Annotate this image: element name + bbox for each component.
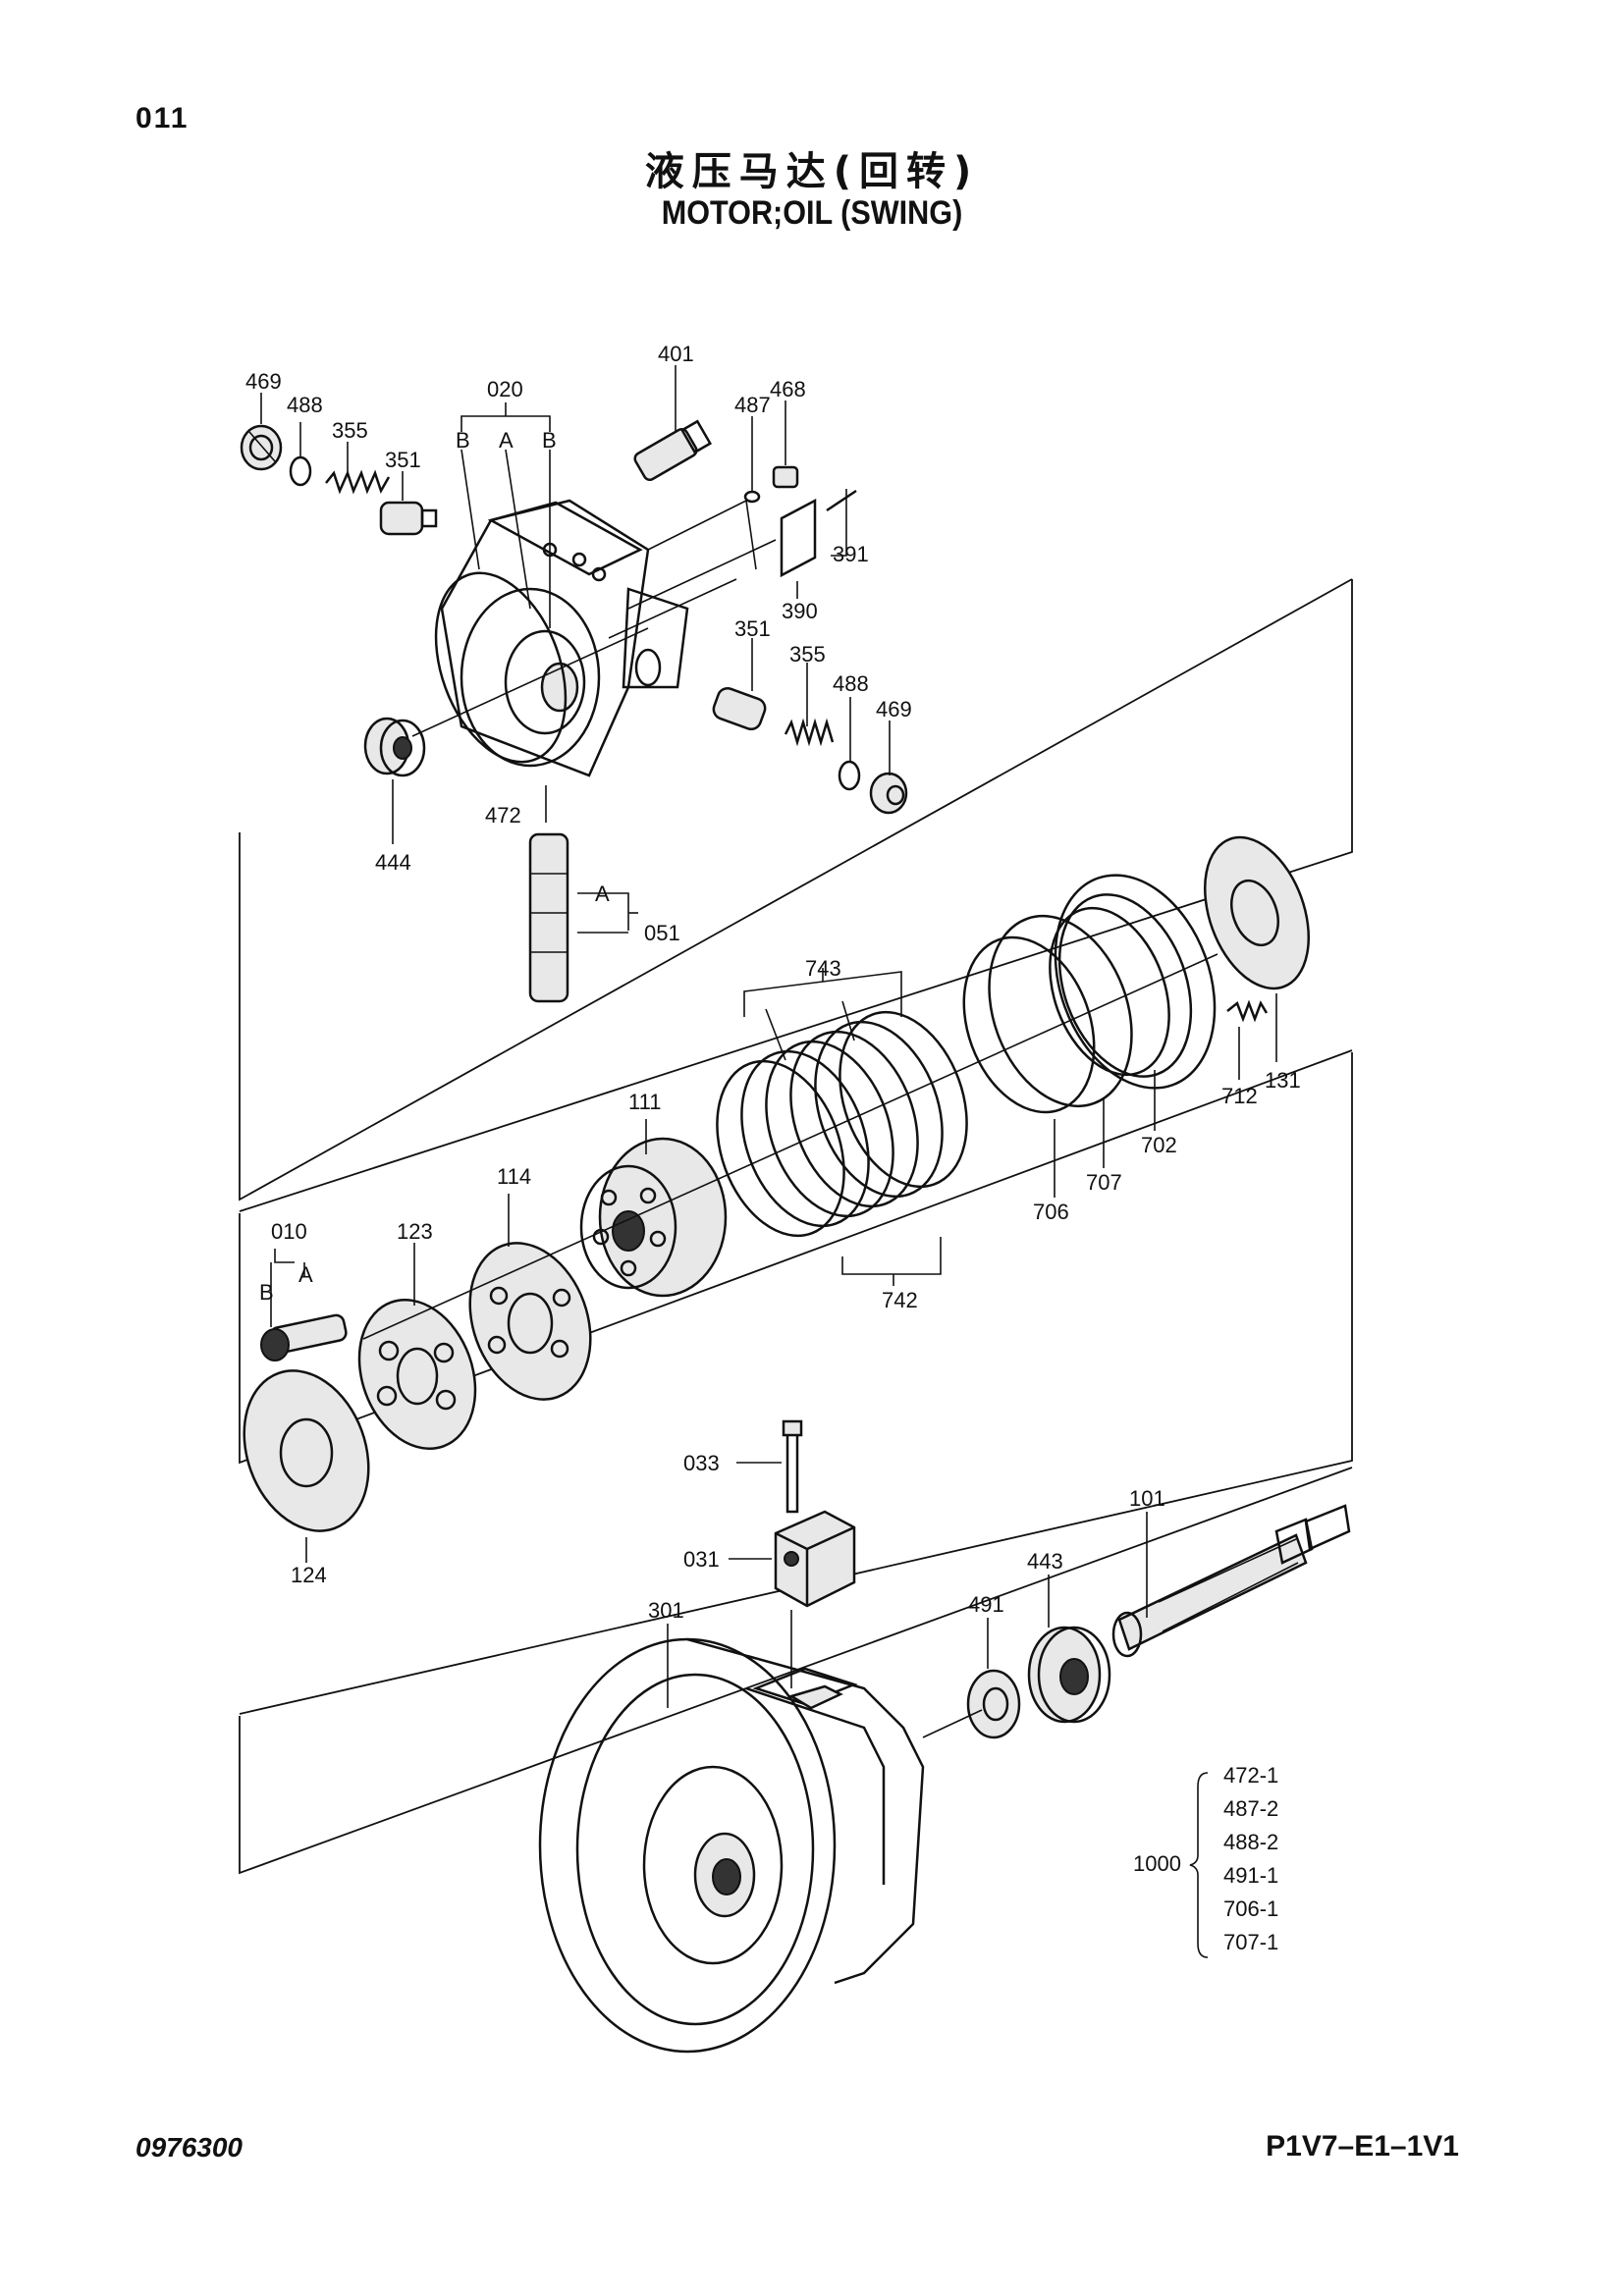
document-number: 0976300: [135, 2132, 244, 2163]
leader-lines-middle: [270, 953, 1277, 1563]
kit-item-4: 491-1: [1223, 1863, 1278, 1888]
valve-351-top: [379, 501, 438, 536]
group-boundary-lines: [239, 578, 1353, 1875]
callout-033: 033: [683, 1451, 720, 1475]
valve-plate-131: [1203, 835, 1311, 990]
o-ring-706: [962, 935, 1096, 1114]
pin-487: [743, 490, 761, 504]
kit-item-3: 488-2: [1223, 1830, 1278, 1854]
callout-020: 020: [487, 377, 523, 401]
piston-010: [260, 1313, 348, 1362]
kit-item-6: 707-1: [1223, 1930, 1278, 1954]
callout-020-port-b1: B: [456, 428, 470, 453]
callout-443: 443: [1027, 1549, 1063, 1574]
repair-kit-1000: 1000 472-1 487-2 488-2 491-1 706-1 707-1: [1133, 1763, 1278, 1958]
oil-seal-491: [966, 1669, 1021, 1739]
kit-item-5: 706-1: [1223, 1896, 1278, 1921]
callout-468: 468: [770, 377, 806, 401]
callout-031: 031: [683, 1547, 720, 1572]
valve-block-031: [774, 1510, 856, 1608]
friction-plates-742-743: [716, 1010, 968, 1238]
callout-124: 124: [291, 1563, 327, 1587]
callout-051: 051: [644, 921, 680, 945]
callout-469-top: 469: [245, 369, 282, 394]
brake-piston-702: [1049, 874, 1217, 1090]
plug-469-right: [869, 772, 908, 815]
kit-item-1: 472-1: [1223, 1763, 1278, 1788]
callout-101: 101: [1129, 1486, 1165, 1511]
callout-351-top: 351: [385, 448, 421, 472]
callout-020-port-b2: B: [542, 428, 557, 453]
callout-355-right: 355: [789, 642, 826, 667]
title-chinese: 液压马达(回转): [644, 149, 980, 194]
callout-401: 401: [658, 342, 694, 366]
bearing-443: [1027, 1626, 1111, 1724]
callout-351-right: 351: [734, 616, 771, 641]
o-ring-472: [434, 571, 568, 764]
callout-742: 742: [882, 1288, 918, 1312]
callout-487: 487: [734, 393, 771, 417]
retainer-plate-114: [468, 1242, 592, 1401]
spring-712: [1226, 999, 1269, 1023]
callout-111: 111: [628, 1090, 661, 1114]
relief-valve-401: [633, 419, 713, 482]
callout-301: 301: [648, 1598, 684, 1623]
callout-labels: 469 488 355 351 020 B A B 401 487 468 39…: [245, 342, 1301, 1623]
callout-391: 391: [833, 542, 869, 566]
callout-355-top: 355: [332, 418, 368, 443]
kit-item-2: 487-2: [1223, 1796, 1278, 1821]
callout-010: 010: [271, 1219, 307, 1244]
leader-lines-top: [260, 365, 891, 934]
callout-491: 491: [968, 1592, 1004, 1617]
bearing-444: [363, 717, 426, 777]
spring-355-right: [784, 718, 835, 747]
callout-702: 702: [1141, 1133, 1177, 1157]
callout-390: 390: [782, 599, 818, 623]
swash-plate-124: [243, 1369, 370, 1532]
o-ring-488-right: [838, 760, 861, 791]
valve-351-right: [712, 686, 767, 731]
callout-020-port-a: A: [499, 428, 514, 453]
screw-391: [826, 489, 857, 512]
bolt-033: [782, 1419, 803, 1514]
callout-010-port-a: A: [298, 1262, 313, 1287]
callout-743: 743: [805, 956, 841, 981]
plug-468: [772, 465, 799, 489]
casing-301: [538, 1637, 925, 2054]
callout-051-port-a: A: [595, 881, 610, 906]
callout-444: 444: [375, 850, 411, 875]
callout-010-port-b: B: [259, 1280, 274, 1305]
callout-469-right: 469: [876, 697, 912, 721]
callout-123: 123: [397, 1219, 433, 1244]
plate-390: [780, 498, 817, 578]
cylinder-block-111: [579, 1137, 728, 1298]
callout-712: 712: [1221, 1084, 1258, 1108]
callout-707: 707: [1086, 1170, 1122, 1195]
o-ring-707: [988, 914, 1133, 1108]
shoe-plate-123: [357, 1298, 477, 1451]
plug-469-top: [240, 424, 283, 471]
callout-131: 131: [1265, 1068, 1301, 1093]
title-english: MOTOR;OIL (SWING): [661, 194, 963, 232]
check-valve-051: [528, 832, 569, 1003]
valve-housing-020: [440, 499, 689, 777]
page-number: 011: [135, 102, 189, 134]
spring-355-top: [325, 469, 391, 495]
model-code: P1V7–E1–1V1: [1266, 2130, 1459, 2163]
callout-472: 472: [485, 803, 521, 828]
leader-lines-bottom: [667, 1462, 1148, 1738]
callout-114: 114: [497, 1164, 531, 1189]
callout-706: 706: [1033, 1200, 1069, 1224]
drive-shaft-101: [1111, 1504, 1351, 1658]
callout-488-right: 488: [833, 671, 869, 696]
o-ring-488-top: [289, 455, 312, 487]
callout-488-top: 488: [287, 393, 323, 417]
kit-label: 1000: [1133, 1851, 1181, 1876]
